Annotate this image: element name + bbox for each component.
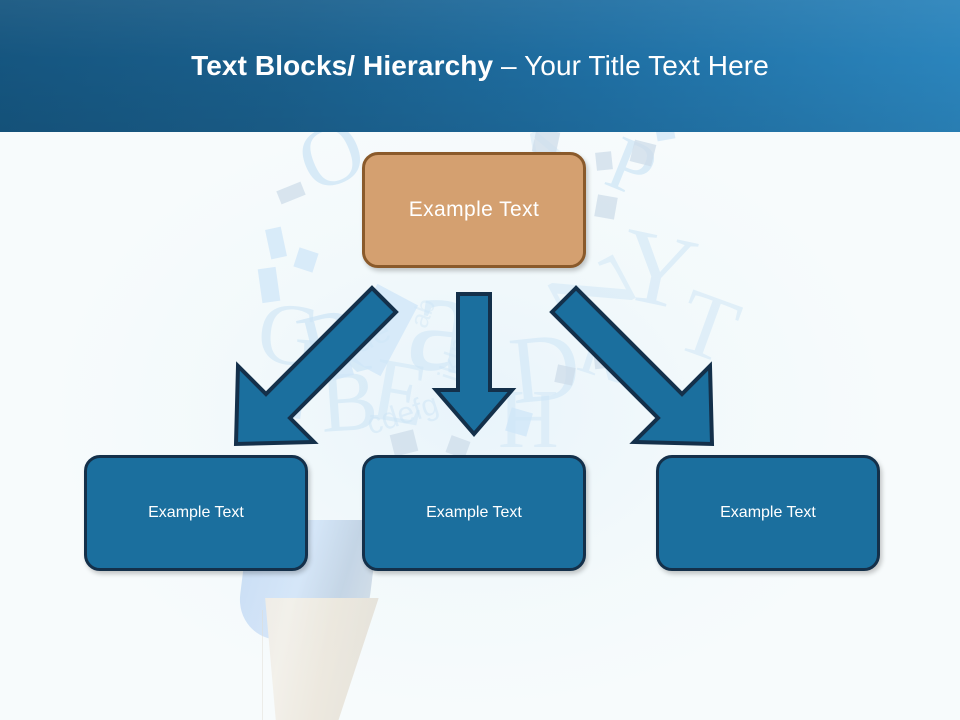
node-child-3-label: Example Text — [720, 504, 816, 522]
background-letter: E — [365, 344, 435, 442]
background-chip — [328, 357, 354, 380]
node-child-1-label: Example Text — [148, 504, 244, 522]
background-chip — [554, 364, 575, 385]
background-chip — [593, 345, 619, 369]
background-chip — [630, 140, 657, 167]
background-letter: B — [317, 356, 380, 446]
background-letter: R — [570, 314, 636, 395]
page-title-dash: – — [501, 50, 524, 81]
pencil-grain — [262, 610, 263, 720]
background-letter: P — [597, 123, 666, 212]
background-chip — [265, 227, 287, 260]
background-chip — [293, 247, 318, 272]
background-letter: T — [666, 273, 750, 379]
background-letter: Y — [610, 211, 705, 328]
background-letter: abcde — [297, 313, 395, 382]
background-chip — [595, 151, 613, 171]
background-chip — [340, 284, 418, 376]
node-child-1[interactable]: Example Text — [84, 455, 308, 571]
page-title: Text Blocks/ Hierarchy – Your Title Text… — [0, 50, 960, 82]
arrow-center-icon — [436, 294, 512, 434]
arrow-right-icon — [552, 288, 712, 444]
background-letter: G — [255, 290, 325, 382]
page-title-bold: Text Blocks/ Hierarchy — [191, 50, 501, 81]
background-letter: D — [505, 317, 584, 420]
background-chip — [594, 194, 618, 219]
background-chip — [276, 182, 305, 205]
background-letter: R — [289, 290, 376, 401]
background-letter: jklm — [434, 325, 479, 385]
background-letter: H — [498, 378, 559, 462]
background-letter: ab — [405, 295, 439, 331]
node-child-2-label: Example Text — [426, 504, 522, 522]
page-title-light: Your Title Text Here — [524, 50, 769, 81]
background-chip — [390, 429, 419, 456]
pencil-wood-tip — [229, 598, 378, 720]
background-letter: cdefg — [363, 389, 442, 440]
node-child-3[interactable]: Example Text — [656, 455, 880, 571]
background-chip — [258, 267, 281, 303]
node-child-2[interactable]: Example Text — [362, 455, 586, 571]
node-root[interactable]: Example Text — [362, 152, 586, 268]
background-chip — [505, 407, 533, 436]
node-root-label: Example Text — [409, 198, 539, 222]
arrow-left-icon — [236, 288, 396, 444]
background-chip — [284, 391, 303, 419]
